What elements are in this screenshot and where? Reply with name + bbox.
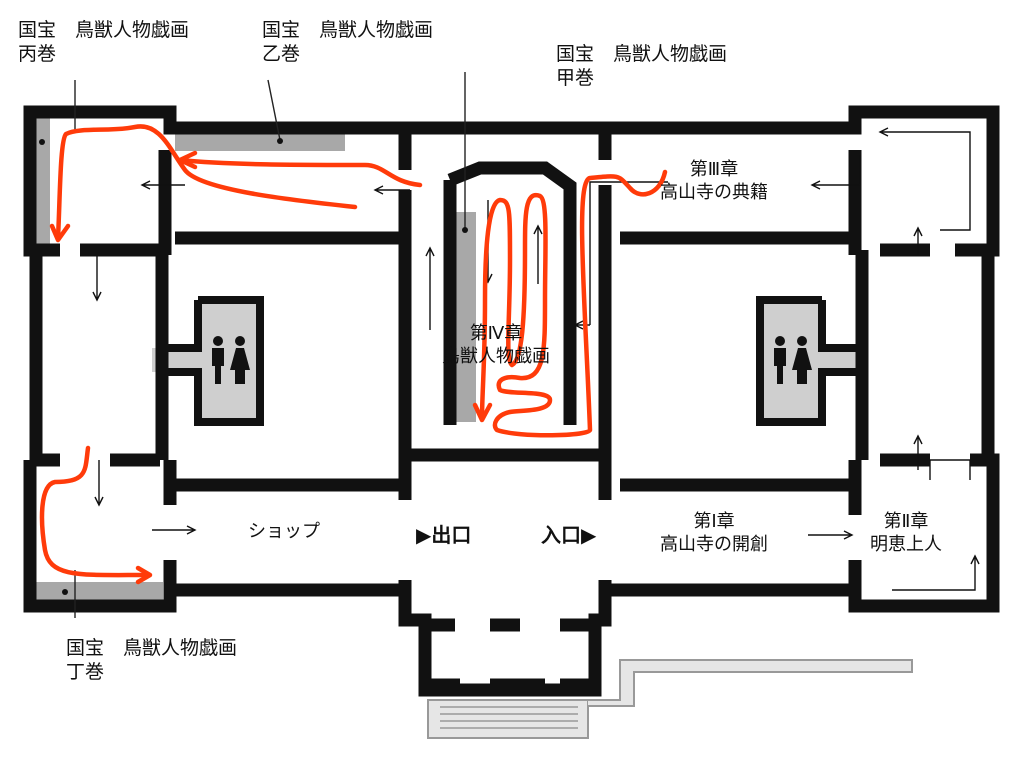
room-chapter3-subtitle: 高山寺の典籍 [660,182,768,203]
entrance-steps [427,659,913,739]
exhibit-case-hei [33,118,50,246]
restroom-left [198,300,260,422]
room-chapter1-subtitle: 高山寺の開創 [660,534,768,555]
direction-arrows [92,127,980,591]
room-chapter2: 第Ⅱ章 明恵上人 [870,510,942,556]
room-chapter2-title: 第Ⅱ章 [883,511,929,532]
entrance-label: 入口▶ [541,523,597,547]
exhibit-case-ko [456,212,476,422]
exhibit-case-tei [33,582,163,600]
room-chapter3-title: 第Ⅲ章 [689,159,739,180]
leader-lines [39,72,468,618]
room-chapter4-title: 第Ⅳ章 [469,323,523,344]
label-scroll-hei: 国宝 鳥獣人物戯画 丙巻 [18,18,189,66]
visitor-route [39,124,668,585]
room-chapter3: 第Ⅲ章 高山寺の典籍 [660,158,768,204]
label-scroll-ko: 国宝 鳥獣人物戯画 甲巻 [556,42,727,90]
restroom-icon-right [774,336,812,384]
room-chapter1-title: 第Ⅰ章 [693,511,735,532]
room-shop: ショップ [248,521,320,542]
label-scroll-otsu-line2: 乙巻 [262,43,301,65]
exit-label: ▶出口 [416,523,472,547]
room-chapter4: 第Ⅳ章 鳥獣人物戯画 [442,322,550,368]
label-scroll-otsu: 国宝 鳥獣人物戯画 乙巻 [262,18,433,66]
label-scroll-ko-line2: 甲巻 [556,67,595,89]
label-scroll-tei-line1: 国宝 鳥獣人物戯画 [66,637,238,659]
room-chapter1: 第Ⅰ章 高山寺の開創 [660,510,768,556]
room-chapter2-subtitle: 明恵上人 [870,534,942,555]
label-scroll-tei-line2: 丁巻 [66,661,105,683]
label-scroll-hei-line2: 丙巻 [18,43,57,65]
exhibit-case-otsu [175,131,345,151]
room-chapter4-subtitle: 鳥獣人物戯画 [442,346,550,367]
restroom-icon-left [212,336,250,384]
restroom-right [760,300,822,422]
label-scroll-otsu-line1: 国宝 鳥獣人物戯画 [262,19,434,41]
label-scroll-hei-line1: 国宝 鳥獣人物戯画 [18,19,190,41]
walls [23,105,1000,697]
label-scroll-tei: 国宝 鳥獣人物戯画 丁巻 [66,636,237,684]
label-scroll-ko-line1: 国宝 鳥獣人物戯画 [556,43,728,65]
